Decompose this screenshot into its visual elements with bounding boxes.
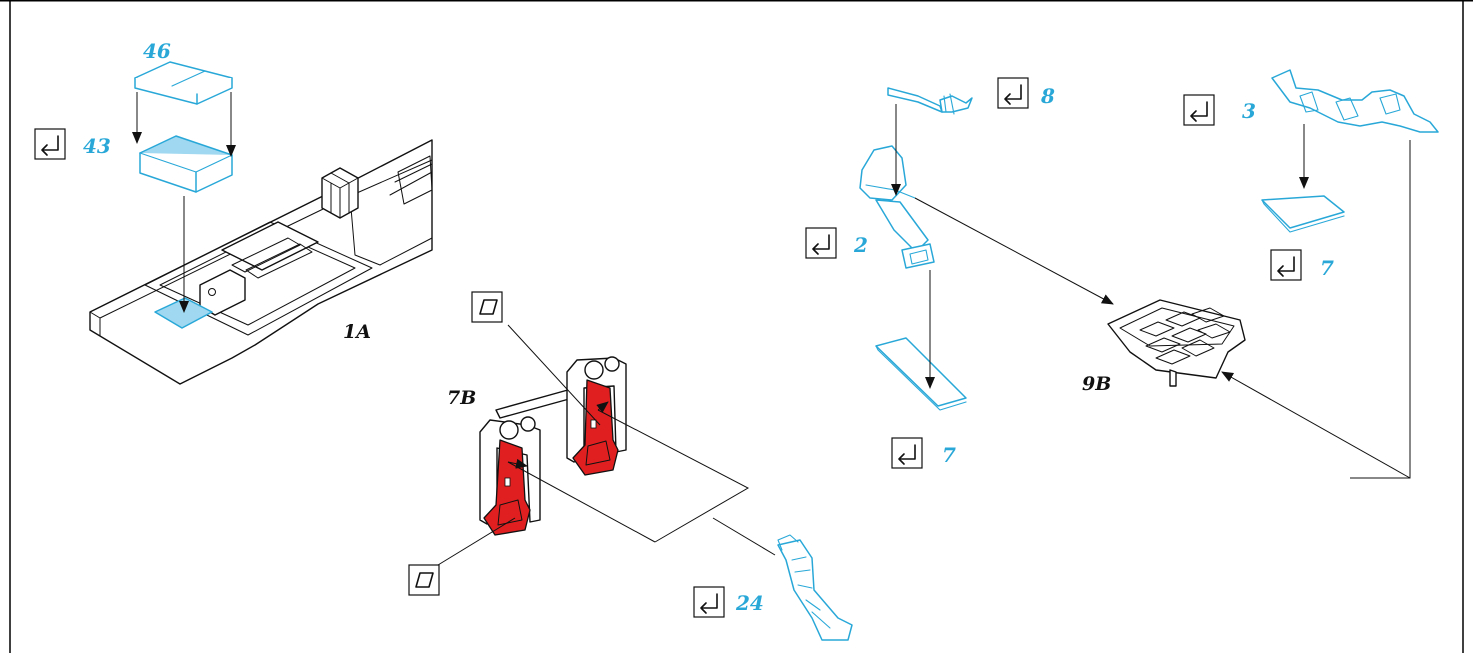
floor-assembly-1a [89,61,433,385]
part-24-pe-pedal [777,534,853,641]
fold-icon-3 [1183,94,1215,126]
fold-icon-8 [997,77,1029,109]
part-7-pad-left [875,337,967,407]
decal-icon-lower [408,564,440,596]
decal-icon-upper [471,291,503,323]
pedal-assembly-7b [437,324,776,566]
fold-icon-2 [805,227,837,259]
belt-assembly-left [859,87,1114,411]
part-7-pad-right [1261,195,1345,229]
fold-icon-43 [34,128,66,160]
fold-icon-7-right [1270,249,1302,281]
part-3-belt [1271,69,1439,133]
callout-1a: 1A [343,321,371,343]
callout-7-left: 7 [942,443,956,467]
callout-9b: 9B [1082,373,1111,395]
callout-43: 43 [83,134,111,158]
seat-assembly-9b [1107,69,1439,479]
callout-7-right: 7 [1320,256,1334,280]
callout-7b: 7B [447,387,476,409]
callout-24: 24 [735,591,764,615]
callout-2: 2 [853,233,868,257]
floor-decal [154,297,213,329]
callout-8: 8 [1040,84,1055,108]
callout-3: 3 [1242,99,1256,123]
callout-46: 46 [143,39,171,63]
fold-icon-24 [693,586,725,618]
fold-icon-7-left [891,437,923,469]
